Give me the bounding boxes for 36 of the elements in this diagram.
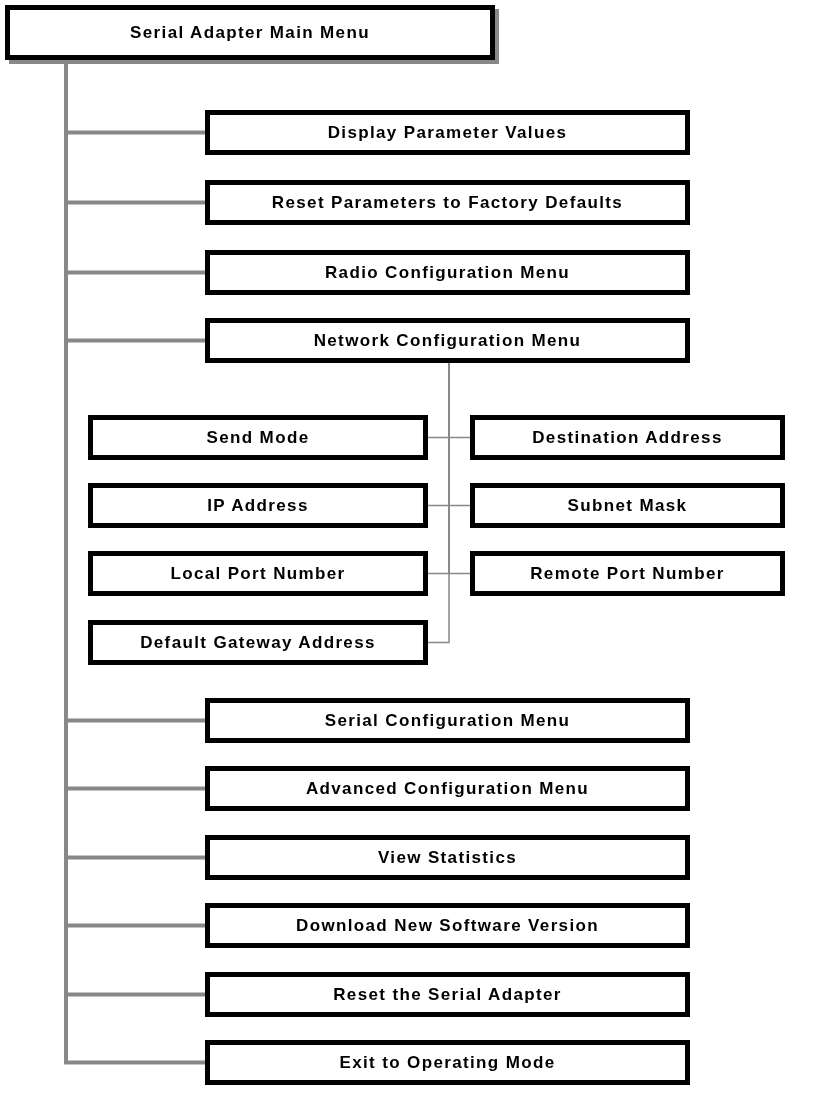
menu-label: Display Parameter Values (327, 121, 568, 144)
menu-label: Download New Software Version (296, 914, 599, 937)
menu-box (470, 551, 785, 596)
menu-box (205, 972, 690, 1017)
menu-label: Radio Configuration Menu (324, 261, 571, 284)
menu-label: Local Port Number (170, 562, 346, 585)
menu-box (205, 835, 690, 880)
menu-box (205, 903, 690, 948)
menu-label: Network Configuration Menu (313, 329, 582, 352)
menu-label: Exit to Operating Mode (339, 1051, 556, 1074)
menu-box (88, 620, 428, 665)
menu-box (470, 415, 785, 460)
menu-label: Serial Adapter Main Menu (130, 21, 370, 44)
menu-box (205, 318, 690, 363)
menu-box (205, 698, 690, 743)
menu-box (470, 483, 785, 528)
menu-box (205, 180, 690, 225)
menu-box (205, 110, 690, 155)
menu-label: Destination Address (532, 426, 723, 449)
menu-label: View Statistics (377, 846, 518, 869)
menu-box (205, 250, 690, 295)
menu-label: Reset Parameters to Factory Defaults (271, 191, 624, 214)
menu-label: Send Mode (206, 426, 310, 449)
menu-label: IP Address (207, 494, 309, 517)
menu-label: Reset the Serial Adapter (333, 983, 562, 1006)
menu-label: Serial Configuration Menu (324, 709, 571, 732)
menu-box (205, 766, 690, 811)
connector-line (427, 362, 450, 644)
menu-label: Remote Port Number (530, 562, 725, 585)
menu-box (205, 1040, 690, 1085)
menu-label: Subnet Mask (567, 494, 688, 517)
menu-box (88, 483, 428, 528)
menu-box (88, 551, 428, 596)
menu-box (88, 415, 428, 460)
menu-label: Advanced Configuration Menu (305, 777, 590, 800)
menu-label: Default Gateway Address (140, 631, 376, 654)
